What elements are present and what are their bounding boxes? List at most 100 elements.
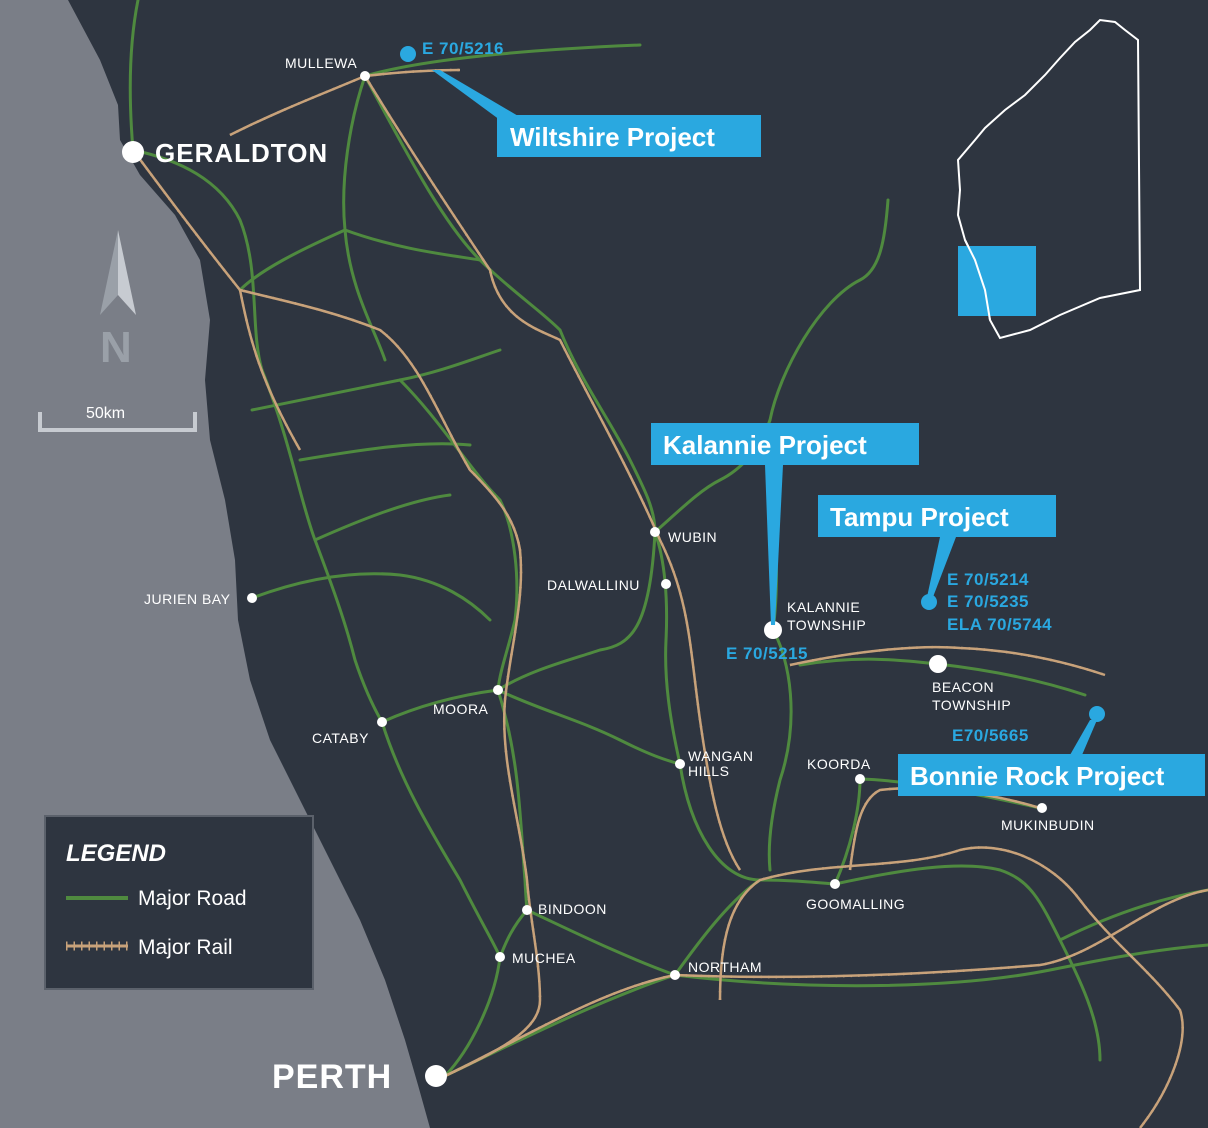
inset-coast-over-highlight [964,239,991,321]
town-marker-muchea [495,952,505,962]
project-box-kalannie [651,423,919,465]
road [343,228,482,262]
road [128,0,140,152]
town-label-beacon-line2: TOWNSHIP [932,697,1011,713]
town-label-dalwallinu: DALWALLINU [547,577,640,593]
tenement-label-kalannie: E 70/5215 [726,644,808,663]
tenement-label-bonnie-rock: E70/5665 [952,726,1029,745]
road [398,378,519,692]
town-label-jurien-bay: JURIEN BAY [144,591,231,607]
rail [238,289,302,451]
inset-highlight-area [958,246,1036,316]
town-label-koorda: KOORDA [807,756,871,772]
road [496,530,657,692]
road [131,148,264,372]
tenement-marker-wiltshire [400,46,416,62]
major-roads [128,0,1208,1078]
project-callouts: Wiltshire Project E 70/5216 Kalannie Pro… [400,39,1205,796]
road [678,762,837,886]
town-marker-wubin [650,527,660,537]
project-label-kalannie: Kalannie Project [663,430,867,460]
legend-box [44,815,314,990]
road [833,864,1102,1062]
road [238,228,347,292]
scale-bar-line [38,412,197,432]
town-label-wubin: WUBIN [668,529,717,545]
town-label-bindoon: BINDOON [538,901,607,917]
city-marker-geraldton [122,141,144,163]
town-marker-northam [670,970,680,980]
legend-rail-label: Major Rail [138,936,233,959]
road [363,43,642,78]
road [653,530,682,766]
town-marker-wangan-hills [675,759,685,769]
tenement-marker-tampu [921,594,937,610]
road [833,777,862,886]
callout-pointer-tampu [927,537,956,597]
tenement-marker-bonnie-rock [1089,706,1105,722]
road [525,908,677,977]
town-labels: MULLEWA JURIEN BAY CATABY MOORA WUBIN DA… [144,55,1095,1096]
town-label-mullewa: MULLEWA [285,55,357,71]
scale-bar: 50km [38,405,197,432]
north-arrow-label: N [100,323,132,372]
road [313,493,452,542]
road [673,943,1208,988]
town-marker-dalwallinu [661,579,671,589]
road [298,442,472,462]
callout-pointer-bonnie-rock [1070,720,1097,755]
town-label-kalannie-line2: TOWNSHIP [787,617,866,633]
callout-pointer-kalannie [765,465,783,625]
town-marker-kalannie [764,621,782,639]
town-label-beacon-line1: BEACON [932,679,994,695]
rail [718,846,1184,1128]
town-marker-koorda [855,774,865,784]
project-label-wiltshire: Wiltshire Project [510,122,715,152]
tenement-label-tampu-1: E 70/5214 [947,570,1029,589]
road [558,328,657,534]
road [767,628,793,872]
project-label-tampu: Tampu Project [830,502,1009,532]
road [768,198,890,422]
town-label-goomalling: GOOMALLING [806,896,905,912]
road [443,955,502,1078]
town-marker-goomalling [830,879,840,889]
town-label-kalannie-line1: KALANNIE [787,599,860,615]
project-box-tampu [818,495,1056,537]
land [68,0,1208,1128]
town-marker-mukinbudin [1037,803,1047,813]
road [380,720,502,959]
tenement-label-tampu-2: E 70/5235 [947,592,1029,611]
road [380,688,500,724]
city-label-perth: PERTH [272,1058,392,1096]
town-label-cataby: CATABY [312,730,369,746]
north-arrow-icon-shade [118,230,136,315]
town-marker-mullewa [360,71,370,81]
inset-map-western-australia [956,18,1142,340]
road [260,368,384,724]
project-box-bonnie-rock [898,754,1205,796]
callout-pointer-wiltshire [432,70,525,120]
major-rail [133,70,1208,1128]
legend: LEGEND Major Road Major Rail [44,815,314,990]
town-label-moora: MOORA [433,701,489,717]
town-marker-bindoon [522,905,532,915]
road [250,572,492,622]
scale-bar-label: 50km [86,405,125,422]
town-marker-beacon [929,655,947,673]
town-marker-jurien-bay [247,593,257,603]
town-marker-moora [493,685,503,695]
project-label-bonnie-rock: Bonnie Rock Project [910,761,1165,791]
legend-road-label: Major Road [138,887,247,910]
town-marker-cataby [377,717,387,727]
town-label-wangan-hills-line1: WANGAN [688,748,753,764]
town-label-northam: NORTHAM [688,959,762,975]
town-label-mukinbudin: MUKINBUDIN [1001,817,1095,833]
tenement-label-wiltshire: E 70/5216 [422,39,504,58]
north-arrow-icon [100,230,118,315]
town-label-wangan-hills-line2: HILLS [688,763,729,779]
tenement-label-tampu-3: ELA 70/5744 [947,615,1052,634]
city-label-geraldton: GERALDTON [155,138,328,168]
town-markers [122,71,1047,1087]
town-label-muchea: MUCHEA [512,950,576,966]
